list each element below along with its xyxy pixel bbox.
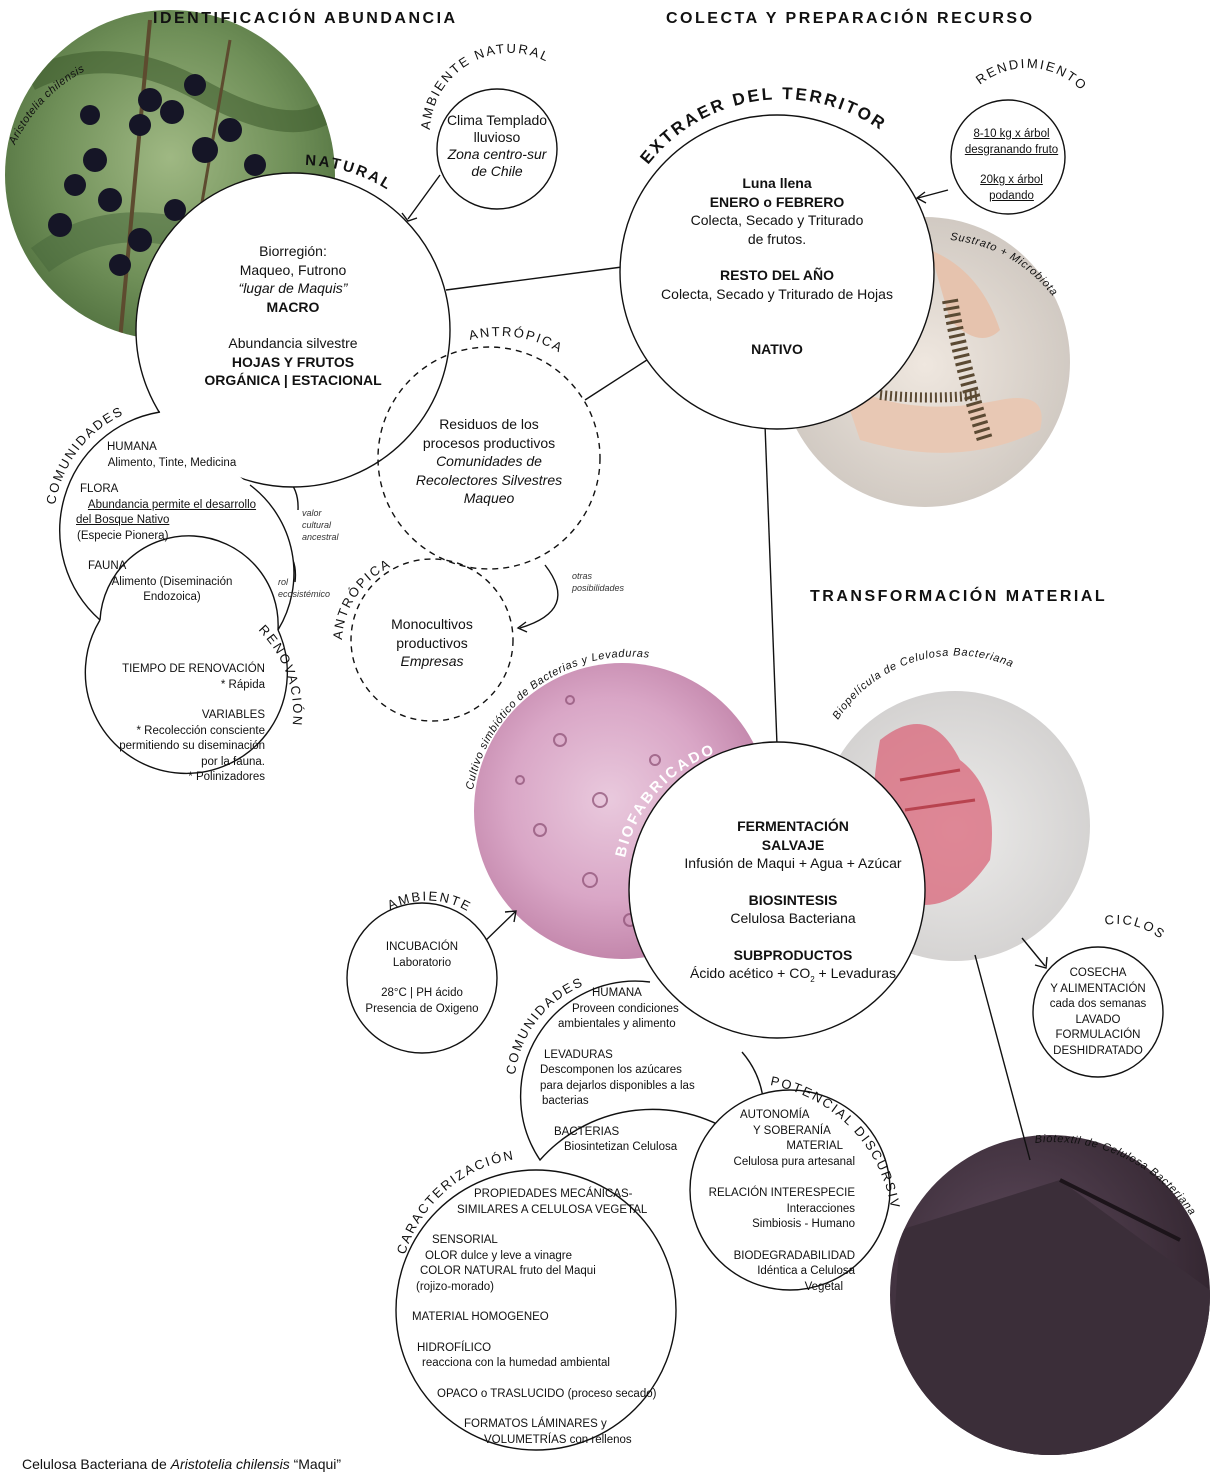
comunidades-blob	[59, 411, 295, 631]
monocultivos-circle	[350, 558, 514, 722]
section-identificacion: IDENTIFICACIÓN ABUNDANCIA	[153, 10, 458, 27]
potencial-text: AUTONOMÍA Y SOBERANÍA MATERIAL Celulosa …	[708, 1109, 855, 1293]
ciclos-circle	[1032, 946, 1164, 1078]
section-colecta: COLECTA Y PREPARACIÓN RECURSO	[666, 10, 1035, 27]
residuos-circle	[377, 346, 601, 570]
natural-circle	[135, 172, 451, 488]
natural-text: Biorregión:Maqueo, Futrono “lugar de Maq…	[204, 243, 382, 388]
potencial-circle	[689, 1089, 891, 1291]
comunidades-natural-text: HUMANA Alimento, Tinte, Medicina FLORA A…	[76, 441, 257, 603]
clima-circle	[436, 88, 558, 210]
renovacion-blob	[84, 619, 289, 775]
comunidades-bio-text: HUMANA Proveen condiciones ambientales y…	[540, 987, 695, 1153]
arc-rendimiento: RENDIMIENTO	[973, 56, 1091, 94]
caracterizacion-circle	[395, 1169, 677, 1451]
extraer-circle	[619, 114, 935, 430]
incubacion-circle	[346, 902, 498, 1054]
rendimiento-circle	[950, 99, 1066, 215]
section-transformacion: TRANSFORMACIÓN MATERIAL	[810, 588, 1108, 605]
caracterizacion-text: PROPIEDADES MECÁNICAS- SIMILARES A CELUL…	[412, 1188, 657, 1446]
arc-ciclos: CICLOS	[1104, 912, 1169, 942]
fermentacion-circle	[628, 741, 926, 1039]
renovacion-text: TIEMPO DE RENOVACIÓN* Rápida VARIABLES* …	[119, 663, 265, 783]
biotextile-photo	[890, 1135, 1210, 1455]
figure-caption: Celulosa Bacteriana de Aristotelia chile…	[22, 1456, 342, 1472]
